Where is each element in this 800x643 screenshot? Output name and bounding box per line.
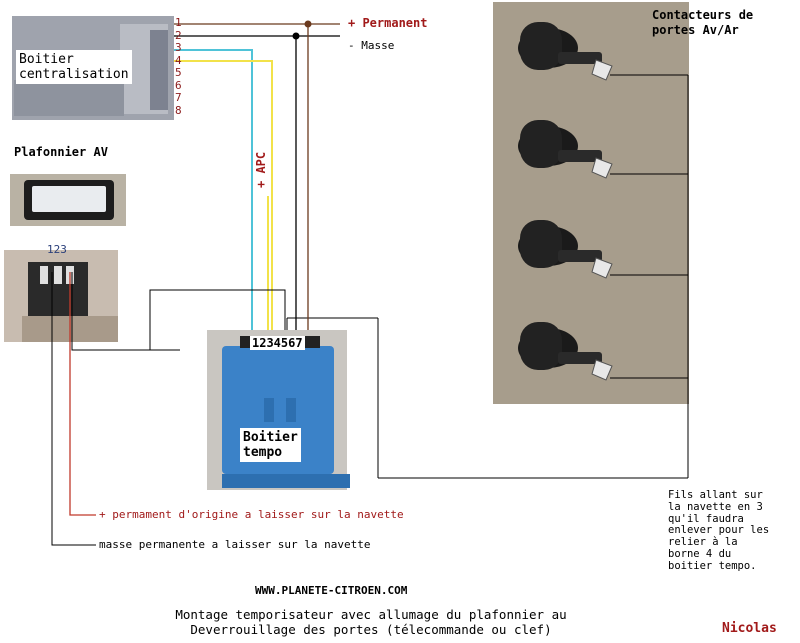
fils-note-line: relier à la bbox=[668, 536, 738, 549]
contacteurs-label-line2: portes Av/Ar bbox=[652, 23, 739, 37]
fils-note-line: borne 4 du bbox=[668, 547, 732, 560]
three-pin-connector-photo bbox=[4, 250, 118, 342]
door-switch-icon bbox=[518, 22, 613, 81]
fils-note-line: la navette en 3 bbox=[668, 500, 763, 513]
ceiling-light-photo bbox=[10, 174, 126, 226]
pin-number: 2 bbox=[175, 28, 182, 42]
pin-number: 1 bbox=[175, 16, 182, 29]
wire-plafonnier-3 bbox=[71, 272, 286, 351]
pin-number: 5 bbox=[175, 66, 182, 79]
fils-note: Fils allant sur la navette en 3 qu'il fa… bbox=[668, 489, 770, 573]
junction-permanent bbox=[304, 20, 312, 28]
author-label: Nicolas bbox=[722, 621, 777, 636]
centralisation-label: Boitier centralisation bbox=[16, 50, 132, 84]
permanent-label: + Permanent bbox=[348, 16, 428, 30]
website-label: WWW.PLANETE-CITROEN.COM bbox=[255, 584, 408, 597]
contacteurs-label: Contacteurs de portes Av/Ar bbox=[652, 8, 753, 38]
wire-yellow bbox=[174, 60, 273, 336]
centralisation-label-line2: centralisation bbox=[19, 67, 129, 82]
pin-number: 4 bbox=[175, 53, 182, 67]
apc-label: + APC bbox=[254, 151, 268, 188]
tempo-label-line2: tempo bbox=[243, 445, 283, 460]
door-switch-wires bbox=[286, 74, 689, 479]
tempo-label: Boitier tempo bbox=[240, 428, 301, 462]
tempo-pin-strip: 1234567 bbox=[250, 336, 305, 350]
masse-label: - Masse bbox=[348, 39, 395, 52]
caption-line1: Montage temporisateur avec allumage du p… bbox=[175, 607, 567, 622]
door-switch-icon bbox=[518, 120, 613, 179]
pin-number: 3 bbox=[175, 41, 182, 54]
caption: Montage temporisateur avec allumage du p… bbox=[136, 607, 606, 637]
tempo-label-line1: Boitier bbox=[243, 430, 298, 445]
caption-line2: Deverrouillage des portes (télecommande … bbox=[190, 622, 552, 637]
blue-relay-box-photo bbox=[207, 330, 350, 490]
pin-number: 6 bbox=[175, 78, 182, 92]
permanent-origine-label: + permament d'origine a laisser sur la n… bbox=[99, 508, 404, 521]
door-switch-icon bbox=[518, 220, 613, 279]
fils-note-line: Fils allant sur bbox=[668, 489, 763, 501]
junction-masse bbox=[292, 32, 300, 40]
fils-note-line: boitier tempo. bbox=[668, 559, 757, 572]
wire-plafonnier-masse bbox=[51, 272, 96, 546]
contacteurs-label-line1: Contacteurs de bbox=[652, 8, 754, 22]
wire-plafonnier-red bbox=[69, 272, 96, 516]
door-switch-icon bbox=[518, 322, 613, 381]
wire-cyan bbox=[174, 49, 253, 336]
centralisation-label-line1: Boitier bbox=[19, 52, 74, 67]
pin-number: 7 bbox=[175, 91, 182, 104]
masse-permanente-label: masse permanente a laisser sur la navett… bbox=[99, 538, 371, 551]
plafonnier-pins-label: 123 bbox=[47, 243, 67, 256]
centralisation-pins: 1 2 3 4 5 6 7 8 bbox=[175, 16, 182, 117]
fils-note-line: enlever pour les bbox=[668, 524, 770, 537]
pin-number: 8 bbox=[175, 103, 182, 117]
plafonnier-title: Plafonnier AV bbox=[14, 145, 108, 159]
fils-note-line: qu'il faudra bbox=[668, 512, 744, 525]
